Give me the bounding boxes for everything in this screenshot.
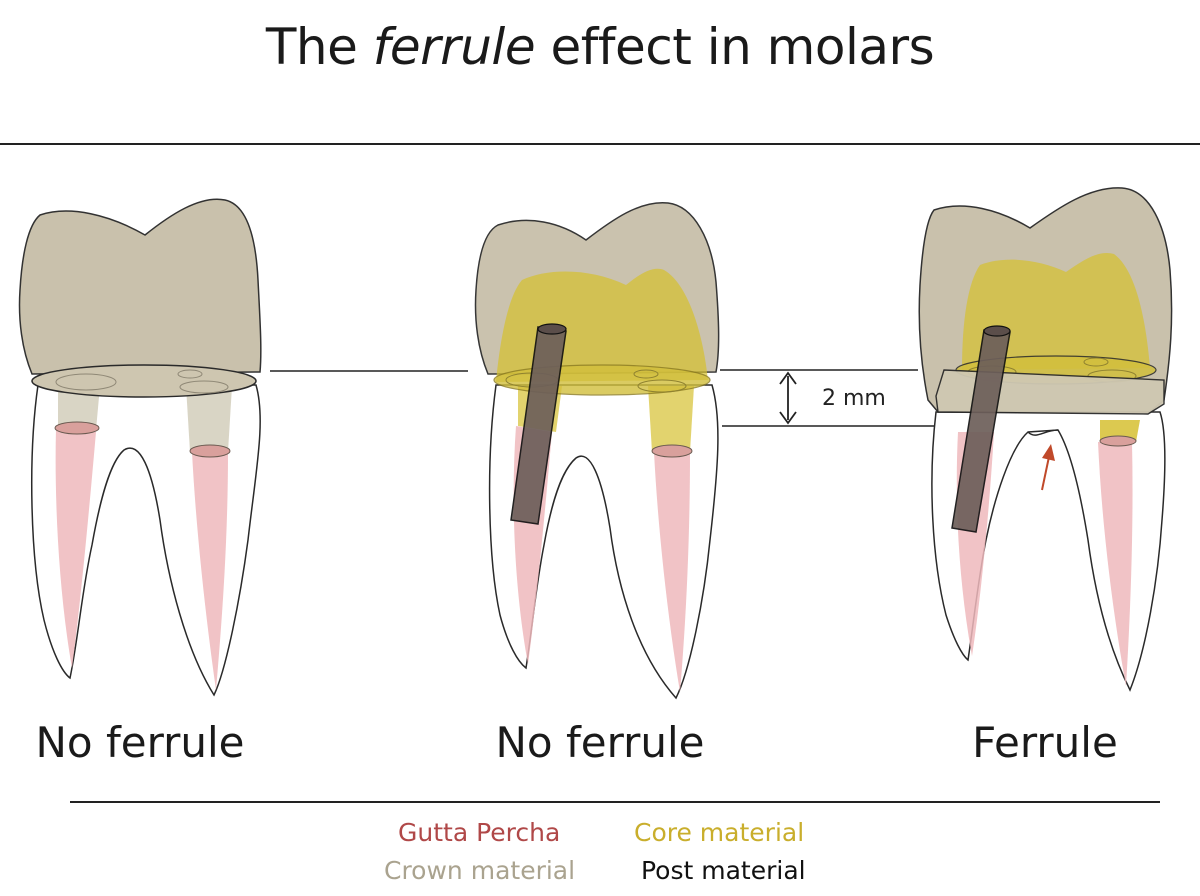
measurement-label: 2 mm xyxy=(822,386,886,411)
tooth1-canal-crown-left xyxy=(58,386,100,430)
legend-core-material: Core material xyxy=(634,818,805,847)
tooth1-gutta-percha-right xyxy=(192,452,228,690)
title-emphasis: ferrule xyxy=(372,18,536,76)
tooth2-base-detail-2 xyxy=(633,369,659,379)
tooth2-core-canal-right xyxy=(648,386,694,452)
ferrule-arrowhead xyxy=(1042,444,1055,461)
tooth2-base-detail-3 xyxy=(637,379,687,393)
title-suffix: effect in molars xyxy=(535,18,935,76)
tooth1-crown-base xyxy=(31,364,257,398)
measurement-arrowhead-top xyxy=(779,371,797,385)
tooth-no-ferrule-crown-only xyxy=(18,198,262,697)
tooth1-base-detail-3 xyxy=(179,380,229,394)
legend-post-material: Post material xyxy=(641,856,806,885)
tooth2-post-top xyxy=(537,323,567,335)
page-title: The ferrule effect in molars xyxy=(0,18,1200,76)
tooth2-gutta-percha-right xyxy=(654,452,690,692)
tooth3-furcation xyxy=(1027,429,1059,436)
tooth1-crown xyxy=(18,198,262,375)
tooth3-gutta-percha-right xyxy=(1098,442,1133,686)
caption-tooth-2: No ferrule xyxy=(495,718,705,767)
tooth1-canal-orifice-left xyxy=(54,421,100,435)
bottom-divider xyxy=(70,801,1160,803)
title-prefix: The xyxy=(265,18,373,76)
caption-tooth-3: Ferrule xyxy=(972,718,1118,767)
tooth3-base-detail-2 xyxy=(1083,357,1109,367)
legend-crown-material: Crown material xyxy=(384,856,576,885)
tooth3-post-top xyxy=(983,325,1011,337)
top-divider xyxy=(0,143,1200,145)
tooth3-canal-orifice-right xyxy=(1099,435,1137,447)
tooth1-canal-orifice-right xyxy=(189,444,231,458)
measurement-arrowhead-bottom xyxy=(779,411,797,425)
tooth1-base-detail-2 xyxy=(177,369,203,379)
legend-gutta-percha: Gutta Percha xyxy=(398,818,561,847)
tooth1-gutta-percha-left xyxy=(55,428,96,668)
caption-tooth-1: No ferrule xyxy=(35,718,245,767)
tooth-no-ferrule-post-core xyxy=(474,202,720,700)
tooth2-canal-orifice-right xyxy=(651,444,693,458)
tooth1-canal-crown-right xyxy=(186,386,232,452)
tooth-ferrule xyxy=(918,187,1173,692)
tooth1-base-detail-1 xyxy=(55,373,117,391)
measurement-2mm xyxy=(779,371,797,425)
